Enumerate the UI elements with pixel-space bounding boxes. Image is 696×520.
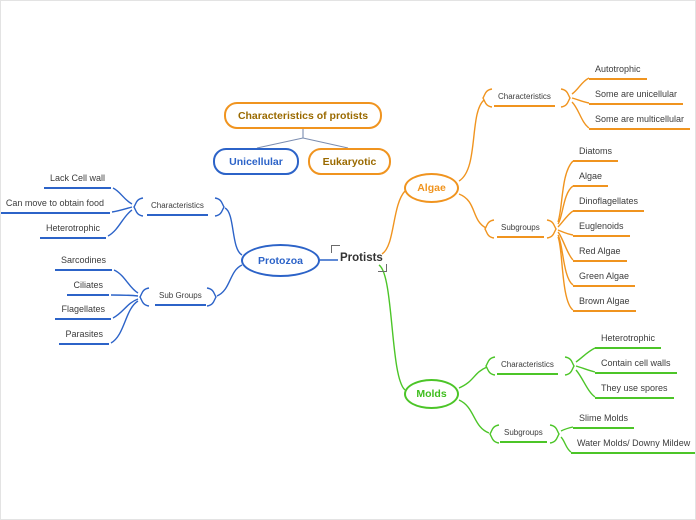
- connector-mchar-contain-cell-walls: [575, 365, 596, 373]
- topic-diatoms[interactable]: Diatoms: [573, 144, 619, 162]
- collapse-toggle-molds-char-children[interactable]: [564, 356, 575, 376]
- connector-asub-red-algae: [557, 231, 574, 261]
- topic-autotrophic[interactable]: Autotrophic: [589, 62, 647, 80]
- topic-flagellates[interactable]: Flagellates: [55, 302, 111, 320]
- topic-algae-subgroups[interactable]: Subgroups: [497, 221, 544, 238]
- topic-molds[interactable]: Molds: [404, 379, 459, 409]
- collapse-toggle-protozoa-sub-children[interactable]: [139, 287, 150, 307]
- collapse-toggle-protozoa-char-children[interactable]: [133, 197, 144, 217]
- collapse-toggle-molds-char-parent[interactable]: [485, 356, 496, 376]
- topic-dinoflagellates[interactable]: Dinoflagellates: [573, 194, 645, 212]
- connector-achar-some-multicellular: [571, 101, 590, 129]
- collapse-toggle-molds-sub-children[interactable]: [549, 424, 560, 444]
- topic-water-molds-downy-mildew[interactable]: Water Molds/ Downy Mildew: [571, 436, 695, 454]
- connector-molds-subgroups: [458, 399, 490, 434]
- topic-slime-molds[interactable]: Slime Molds: [573, 411, 635, 429]
- collapse-toggle-algae-sub-children[interactable]: [546, 219, 557, 239]
- connector-root-molds: [378, 264, 406, 391]
- connector-msub-slime-molds: [560, 426, 574, 432]
- topic-red-algae[interactable]: Red Algae: [573, 244, 627, 262]
- connector-algae-characteristics: [458, 99, 485, 182]
- root-corner-mark-top-left: [331, 245, 340, 253]
- connector-achar-autotrophic: [571, 77, 590, 95]
- root-corner-mark-bottom-right: [378, 264, 387, 272]
- topic-algae-characteristics[interactable]: Characteristics: [494, 90, 555, 107]
- topic-protozoa-sub-groups[interactable]: Sub Groups: [155, 289, 206, 306]
- connector-protozoa-characteristics: [224, 207, 243, 256]
- collapse-toggle-algae-sub-parent[interactable]: [484, 219, 495, 239]
- connector-sub-parasites: [110, 300, 139, 344]
- connector-sub-ciliates: [110, 294, 139, 297]
- connector-msub-water-molds: [560, 436, 572, 453]
- collapse-toggle-algae-char-children[interactable]: [560, 88, 571, 108]
- connector-floating-eukaryotic: [302, 137, 349, 149]
- topic-euglenoids[interactable]: Euglenoids: [573, 219, 630, 237]
- collapse-toggle-protozoa-sub-parent[interactable]: [206, 287, 217, 307]
- collapse-toggle-molds-sub-parent[interactable]: [489, 424, 500, 444]
- topic-green-algae[interactable]: Green Algae: [573, 269, 636, 287]
- topic-root-protists[interactable]: Protists: [340, 252, 383, 264]
- connector-asub-brown-algae: [557, 236, 574, 311]
- topic-can-move-to-obtain-food[interactable]: Can move to obtain food: [1, 196, 110, 214]
- connector-asub-euglenoids: [557, 229, 574, 236]
- topic-contain-cell-walls[interactable]: Contain cell walls: [595, 356, 677, 374]
- connector-asub-diatoms: [557, 160, 574, 223]
- connector-root-algae: [381, 190, 406, 255]
- connector-char-heterotrophic: [107, 209, 133, 237]
- topic-molds-heterotrophic[interactable]: Heterotrophic: [595, 331, 662, 349]
- topic-lack-cell-wall[interactable]: Lack Cell wall: [43, 171, 111, 189]
- connector-protozoa-subgroups: [216, 264, 243, 297]
- connector-mchar-they-use-spores: [575, 369, 596, 398]
- topic-ciliates[interactable]: Ciliates: [67, 278, 109, 296]
- connector-char-can-move: [111, 206, 133, 213]
- topic-characteristics-of-protists[interactable]: Characteristics of protists: [224, 102, 382, 129]
- topic-brown-algae[interactable]: Brown Algae: [573, 294, 636, 312]
- topic-sarcodines[interactable]: Sarcodines: [54, 253, 112, 271]
- collapse-toggle-algae-char-parent[interactable]: [482, 88, 493, 108]
- topic-unicellular[interactable]: Unicellular: [213, 148, 299, 175]
- topic-some-are-multicellular[interactable]: Some are multicellular: [589, 112, 691, 130]
- connector-sub-flagellates: [112, 298, 139, 319]
- connector-floating-unicellular: [256, 137, 304, 149]
- topic-molds-subgroups[interactable]: Subgroups: [500, 426, 547, 443]
- topic-some-are-unicellular[interactable]: Some are unicellular: [589, 87, 684, 105]
- collapse-toggle-protozoa-char-parent[interactable]: [214, 197, 225, 217]
- topic-they-use-spores[interactable]: They use spores: [595, 381, 674, 399]
- topic-algae-sub-algae[interactable]: Algae: [573, 169, 609, 187]
- connector-algae-subgroups: [458, 193, 487, 229]
- topic-eukaryotic[interactable]: Eukaryotic: [308, 148, 391, 175]
- topic-protozoa[interactable]: Protozoa: [241, 244, 320, 277]
- connector-molds-characteristics: [458, 366, 488, 389]
- topic-parasites[interactable]: Parasites: [59, 327, 109, 345]
- connector-achar-some-unicellular: [571, 97, 590, 104]
- topic-protozoa-characteristics[interactable]: Characteristics: [147, 199, 208, 216]
- connector-char-lack-cell-wall: [112, 187, 133, 205]
- topic-algae[interactable]: Algae: [404, 173, 459, 203]
- connector-asub-algae: [557, 185, 574, 225]
- connector-asub-green-algae: [557, 234, 574, 286]
- topic-protozoa-heterotrophic[interactable]: Heterotrophic: [39, 221, 106, 239]
- connector-asub-dinoflagellates: [557, 210, 574, 228]
- connector-sub-sarcodines: [113, 269, 139, 294]
- topic-molds-characteristics[interactable]: Characteristics: [497, 358, 558, 375]
- connector-mchar-heterotrophic: [575, 347, 596, 363]
